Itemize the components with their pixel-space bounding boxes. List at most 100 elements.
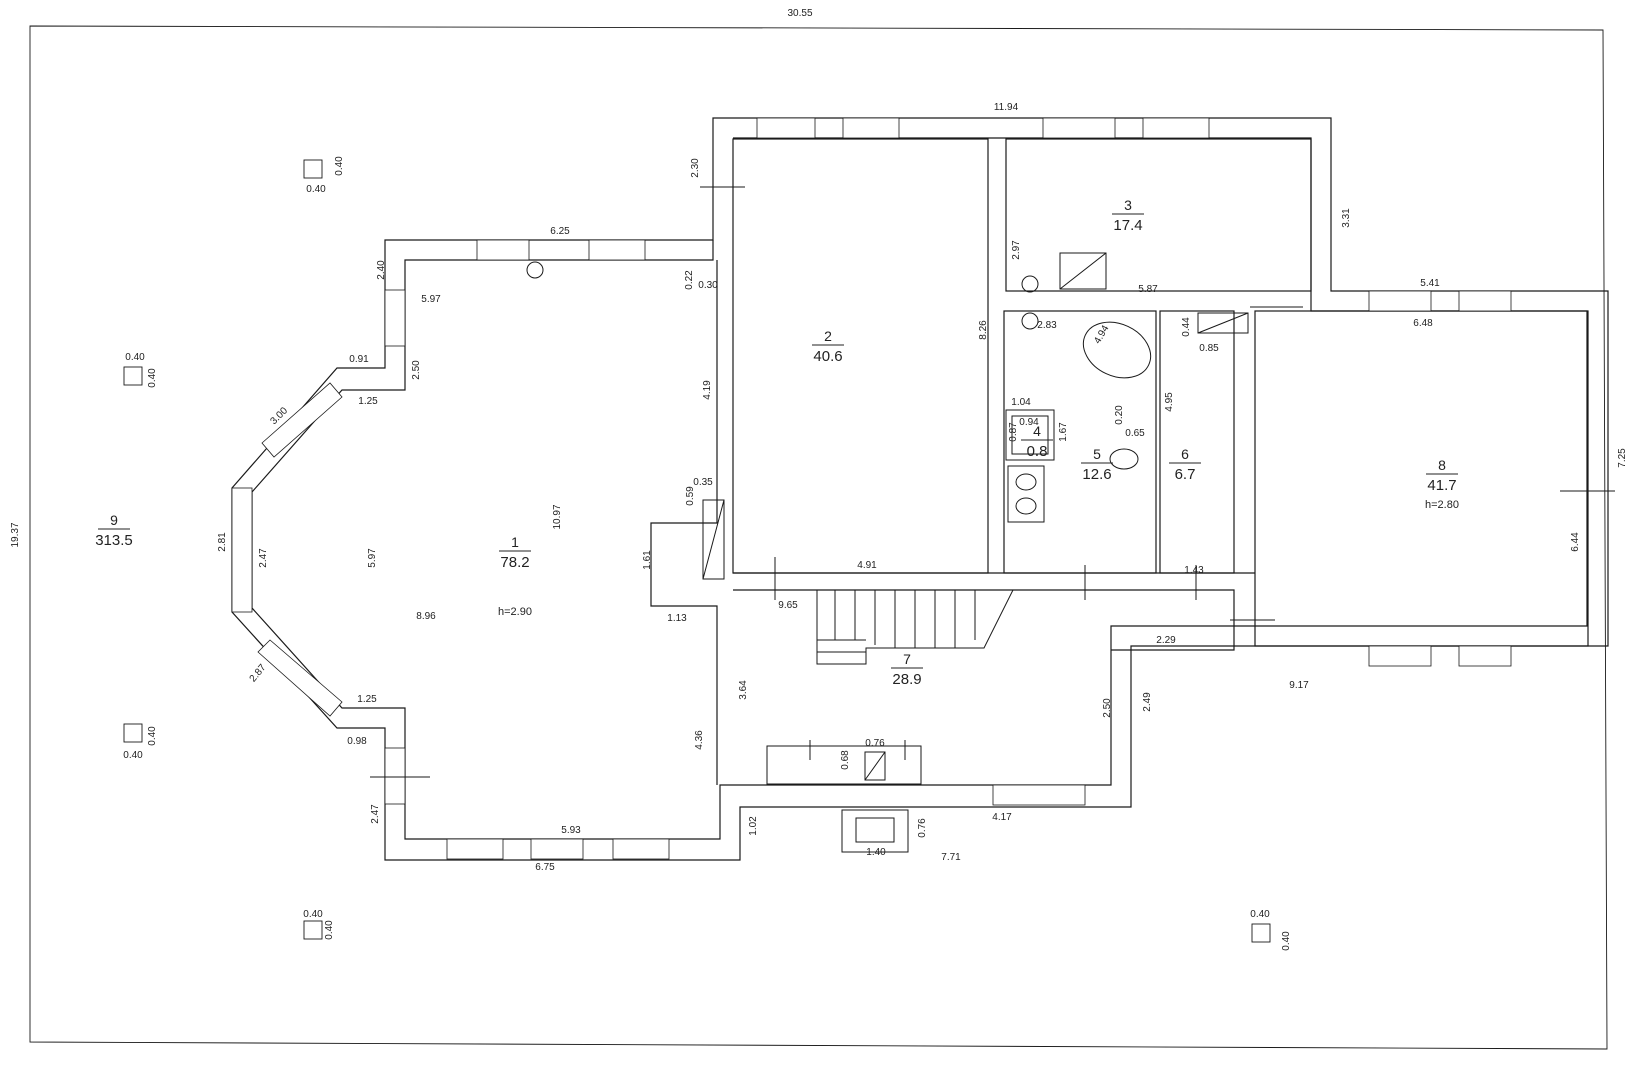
dimension-label: 3.31	[1341, 208, 1352, 228]
dimension-label: 1.25	[357, 694, 377, 705]
dimension-label: 1.61	[642, 550, 653, 570]
dimension-label: 0.98	[347, 736, 367, 747]
dimension-label: 2.50	[1102, 698, 1113, 718]
dimension-label: 2.97	[1011, 240, 1022, 260]
meter-circle	[1021, 275, 1039, 293]
room-8-height: h=2.80	[1425, 499, 1459, 511]
dimension-label: 2.29	[1156, 635, 1176, 646]
dimension-label: 4.94	[1092, 323, 1111, 346]
dimension-label: 5.87	[1138, 284, 1158, 295]
chimney	[702, 499, 725, 580]
dimension-label: 2.40	[376, 260, 387, 280]
dimension-label: 0.40	[123, 750, 143, 761]
room-2-area: 40.6	[813, 348, 842, 365]
dimension-label: 2.87	[248, 662, 269, 684]
dimension-label: 0.30	[698, 280, 718, 291]
dimension-label: 5.93	[561, 825, 581, 836]
bathtub	[1082, 321, 1152, 379]
dimension-label: 0.40	[147, 368, 158, 388]
dimension-label: 3.64	[738, 680, 749, 700]
room-7-area: 28.9	[892, 671, 921, 688]
site-width: 30.55	[787, 8, 812, 19]
dimension-label: 5.41	[1420, 278, 1440, 289]
dimension-label: 0.85	[1199, 343, 1219, 354]
room-6-area: 6.7	[1175, 466, 1196, 483]
room-1-inner-wall	[650, 260, 718, 785]
dimension-label: 1.67	[1058, 422, 1069, 442]
dimension-label: 0.40	[147, 726, 158, 746]
dimension-label: 2.81	[217, 532, 228, 552]
dimension-label: 0.44	[1181, 317, 1192, 337]
dimension-label: 1.13	[667, 613, 687, 624]
post-square	[123, 366, 143, 386]
shower-tray	[1005, 409, 1055, 461]
dimension-label: 2.83	[1037, 320, 1057, 331]
dimension-label: 4.95	[1164, 392, 1175, 412]
room-6-number: 6	[1181, 446, 1189, 462]
dimension-label: 2.30	[690, 158, 701, 178]
post-square	[1251, 923, 1271, 943]
dimension-label: 7.71	[941, 852, 961, 863]
room-8-area: 41.7	[1427, 477, 1456, 494]
dimension-label: 0.40	[125, 352, 145, 363]
dimension-label: 0.40	[306, 184, 326, 195]
dimension-label: 9.17	[1289, 680, 1309, 691]
sink	[1007, 465, 1045, 523]
room-5-area: 12.6	[1082, 466, 1111, 483]
meter-circle	[1021, 312, 1039, 330]
room-3-area: 17.4	[1113, 217, 1142, 234]
dimension-label: 0.65	[1125, 428, 1145, 439]
room-5-number: 5	[1093, 446, 1101, 462]
dimension-label: 1.02	[748, 816, 759, 836]
room-3-outline	[1005, 138, 1312, 292]
dimension-label: 0.40	[334, 156, 345, 176]
dimension-label: 1.04	[1011, 397, 1031, 408]
room-7-number: 7	[903, 651, 911, 667]
dimension-label: 0.76	[865, 738, 885, 749]
post-square	[303, 159, 323, 179]
dimension-label: 10.97	[552, 504, 563, 529]
dimension-label: 2.47	[258, 548, 269, 568]
dimension-label: 2.47	[370, 804, 381, 824]
windows	[231, 117, 1512, 860]
toilet	[1109, 448, 1139, 470]
dimension-label: 0.76	[917, 818, 928, 838]
room-9-number: 9	[110, 512, 118, 528]
dimension-label: 6.48	[1413, 318, 1433, 329]
dimension-label: 5.97	[421, 294, 441, 305]
dimension-label: 0.91	[349, 354, 369, 365]
room-1-height: h=2.90	[498, 606, 532, 618]
dimension-label: 0.40	[303, 909, 323, 920]
dimension-label: 0.59	[685, 486, 696, 506]
room-5-outline	[1003, 310, 1157, 574]
room-8-outline	[1254, 310, 1589, 647]
dimension-label: 0.68	[840, 750, 851, 770]
dimension-label: 8.96	[416, 611, 436, 622]
dimension-label: 1.25	[358, 396, 378, 407]
dimension-label: 8.26	[978, 320, 989, 340]
dimension-label: 0.20	[1114, 405, 1125, 425]
dimension-label: 9.65	[778, 600, 798, 611]
post-square	[123, 723, 143, 743]
dimension-label: 0.35	[693, 477, 713, 488]
room-9-area: 313.5	[95, 532, 133, 549]
site-boundary	[29, 25, 1608, 1050]
room-2-number: 2	[824, 328, 832, 344]
dimension-label: 4.19	[702, 380, 713, 400]
meter-circle	[526, 261, 544, 279]
dimension-label: 7.25	[1617, 448, 1628, 468]
vent-box	[1197, 312, 1249, 334]
vent-box	[864, 751, 886, 781]
room-2-outline	[732, 138, 989, 574]
dimension-label: 11.94	[994, 102, 1019, 113]
staircase	[816, 589, 1014, 665]
kitchen-counter	[766, 745, 922, 785]
exterior-wall-inner	[251, 137, 1588, 840]
dimension-label: 4.91	[857, 560, 877, 571]
room-1-area: 78.2	[500, 554, 529, 571]
dimension-label: 0.40	[1250, 909, 1270, 920]
porch	[841, 809, 909, 853]
vent-box	[1059, 252, 1107, 290]
dimension-label: 1.40	[866, 847, 886, 858]
